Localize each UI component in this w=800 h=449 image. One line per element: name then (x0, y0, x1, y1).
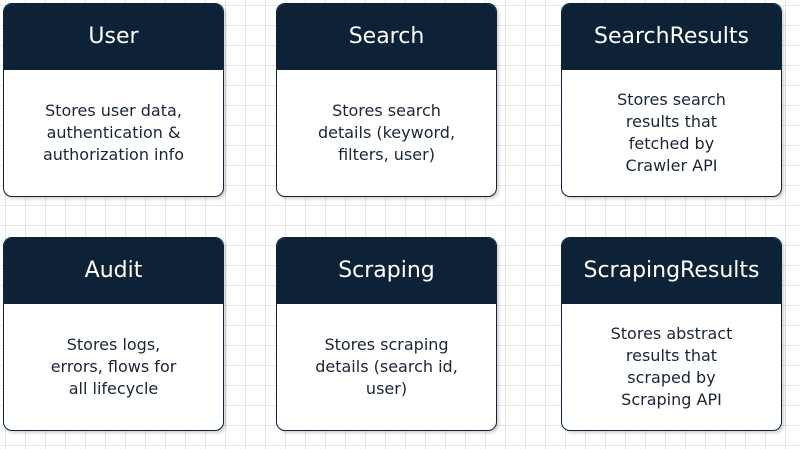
entity-description: Stores search details (keyword, filters,… (317, 101, 456, 164)
entity-description: Stores user data, authentication & autho… (42, 101, 185, 164)
entity-card-audit: Audit Stores logs, errors, flows for all… (3, 237, 224, 431)
entity-card-scraping: Scraping Stores scraping details (search… (276, 237, 497, 431)
entity-title: Scraping (277, 238, 496, 304)
entity-card-scrapingresults: ScrapingResults Stores abstract results … (561, 237, 782, 431)
entity-description: Stores abstract results that scraped by … (610, 324, 733, 409)
entity-title: Search (277, 4, 496, 70)
entity-description: Stores logs, errors, flows for all lifec… (50, 335, 177, 398)
entity-card-search: Search Stores search details (keyword, f… (276, 3, 497, 197)
entity-title: Audit (4, 238, 223, 304)
entity-card-user: User Stores user data, authentication & … (3, 3, 224, 197)
entity-description: Stores search results that fetched by Cr… (617, 90, 726, 175)
entity-description: Stores scraping details (search id, user… (315, 335, 458, 398)
entity-card-searchresults: SearchResults Stores search results that… (561, 3, 782, 197)
entity-title: ScrapingResults (562, 238, 781, 304)
entity-title: User (4, 4, 223, 70)
entity-title: SearchResults (562, 4, 781, 70)
